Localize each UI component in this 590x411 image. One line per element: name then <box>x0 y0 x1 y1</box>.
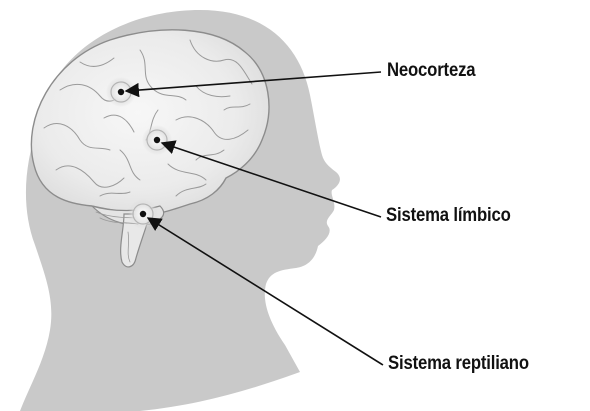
reptilian-marker <box>128 199 158 229</box>
reptilian-system-label: Sistema reptiliano <box>388 353 529 375</box>
neocortex-marker <box>106 77 136 107</box>
neocortex-label: Neocorteza <box>387 60 475 82</box>
limbic-system-label: Sistema límbico <box>386 205 511 227</box>
limbic-marker <box>142 125 172 155</box>
